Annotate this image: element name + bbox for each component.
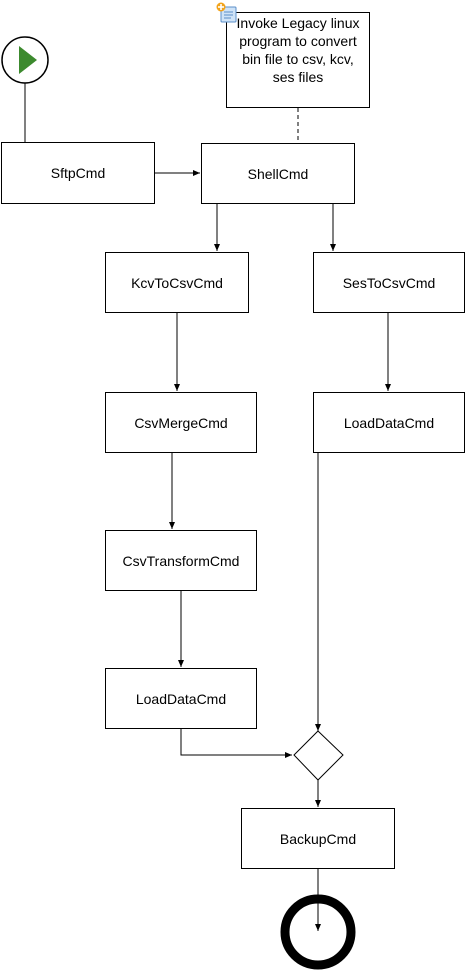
task-load-data-cmd-right[interactable]: LoadDataCmd	[313, 392, 465, 453]
task-label: LoadDataCmd	[343, 414, 435, 431]
note-add-icon	[216, 2, 237, 23]
task-sftp-cmd[interactable]: SftpCmd	[1, 142, 155, 204]
task-load-data-cmd-left[interactable]: LoadDataCmd	[105, 668, 257, 729]
task-label: SesToCsvCmd	[342, 274, 436, 291]
start-event[interactable]	[1, 36, 49, 84]
task-ses-to-csv-cmd[interactable]: SesToCsvCmd	[313, 252, 465, 313]
exclusive-gateway-icon[interactable]	[293, 730, 344, 781]
task-csv-merge-cmd[interactable]: CsvMergeCmd	[105, 392, 257, 453]
task-label: SftpCmd	[50, 165, 106, 181]
text-annotation[interactable]: Invoke Legacy linux program to convert b…	[226, 12, 370, 108]
annotation-text: Invoke Legacy linux program to convert b…	[236, 15, 360, 85]
task-label: CsvTransformCmd	[122, 552, 240, 569]
task-label: BackupCmd	[279, 830, 357, 847]
task-label: LoadDataCmd	[135, 690, 227, 707]
connector-load-left-gateway	[180, 729, 292, 758]
task-label: ShellCmd	[247, 165, 309, 182]
task-label: KcvToCsvCmd	[131, 274, 223, 291]
task-csv-transform-cmd[interactable]: CsvTransformCmd	[105, 530, 257, 591]
task-shell-cmd[interactable]: ShellCmd	[201, 143, 355, 204]
task-backup-cmd[interactable]: BackupCmd	[241, 808, 395, 869]
task-label: CsvMergeCmd	[134, 414, 228, 431]
end-event-icon[interactable]	[280, 894, 356, 970]
task-kcv-to-csv-cmd[interactable]: KcvToCsvCmd	[105, 252, 249, 313]
start-play-icon	[19, 46, 37, 74]
connectors	[24, 83, 391, 931]
